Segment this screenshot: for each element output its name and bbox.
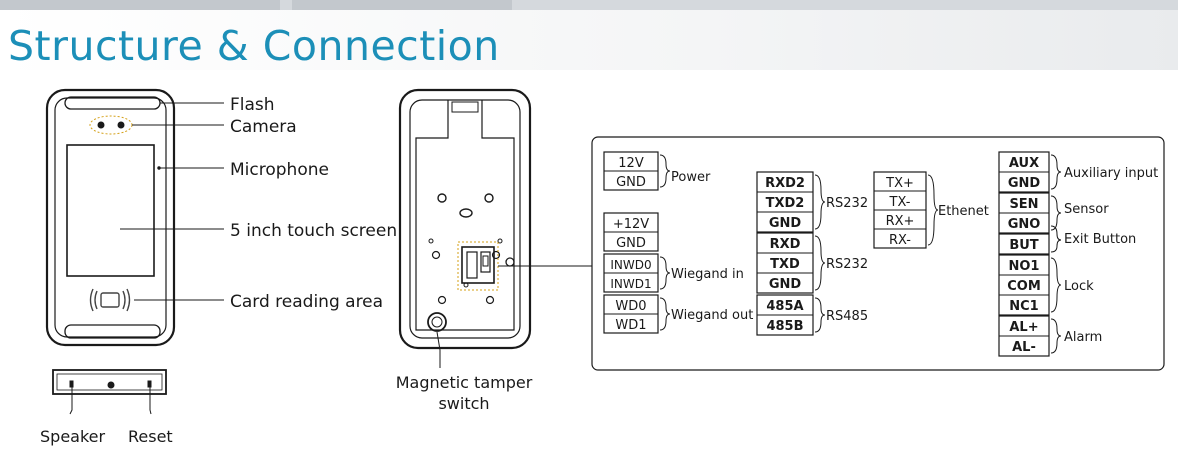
rs232-a-group: RXD2 TXD2 GND RS232 <box>756 171 868 233</box>
pin-com: COM <box>1007 279 1041 294</box>
pin-tx-plus: TX+ <box>885 176 914 191</box>
ethernet-group: TX+ TX- RX+ RX- Ethenet <box>873 171 989 249</box>
sensor-label: Sensor <box>1064 202 1109 217</box>
pin-txd: TXD <box>770 257 800 272</box>
card-icon <box>89 288 131 312</box>
camera-lens-right <box>117 121 125 129</box>
pin-gnd: GND <box>1008 176 1041 191</box>
speaker-slot <box>69 380 74 388</box>
flash-label: Flash <box>230 95 275 115</box>
rs485-label: RS485 <box>826 309 868 324</box>
bottom-bar <box>64 324 161 339</box>
pin-rxd2: RXD2 <box>765 176 805 191</box>
pin-aux: AUX <box>1009 156 1039 171</box>
pin-inwd1: INWD1 <box>610 277 651 291</box>
wiegand-in-label: Wiegand in <box>671 267 744 282</box>
microphone-label: Microphone <box>230 160 329 180</box>
pin-gnd: GND <box>769 277 802 292</box>
pin-485b: 485B <box>766 319 803 334</box>
rs232-a-label: RS232 <box>826 196 868 211</box>
tamper-label-line2: switch <box>438 394 489 413</box>
pin-wd1: WD1 <box>615 318 646 333</box>
power-label: Power <box>671 170 711 185</box>
pin-but: BUT <box>1009 238 1038 253</box>
auxiliary-group: AUX GND Auxiliary input <box>998 151 1158 193</box>
pin-rxd: RXD <box>770 237 801 252</box>
rs485-group: 485A 485B RS485 <box>756 294 868 336</box>
alarm-label: Alarm <box>1064 330 1102 345</box>
pin-txd2: TXD2 <box>766 196 805 211</box>
tamper-leader-line <box>436 331 441 368</box>
camera-lens-left <box>97 121 105 129</box>
wiegand-out-group: WD0 WD1 Wiegand out <box>603 294 753 334</box>
page-title: Structure & Connection <box>8 22 500 70</box>
pin-gnd: GND <box>616 175 646 190</box>
exit-button-label: Exit Button <box>1064 232 1136 247</box>
pin-inwd0: INWD0 <box>610 258 651 272</box>
lock-group: NO1 COM NC1 Lock <box>998 254 1094 316</box>
lock-label: Lock <box>1064 279 1094 294</box>
device-back-view <box>398 88 532 350</box>
camera-area <box>89 115 133 135</box>
front-leader-lines <box>120 102 224 301</box>
rs232-b-label: RS232 <box>826 257 868 272</box>
pin-485a: 485A <box>766 299 803 314</box>
rs232-b-group: RXD TXD GND RS232 <box>756 232 868 294</box>
exit-button-group: BUT Exit Button <box>998 225 1136 255</box>
pin-plus-12v: +12V <box>613 217 649 232</box>
reset-label: Reset <box>128 427 173 446</box>
touch-screen <box>66 144 155 277</box>
tamper-switch <box>427 312 447 332</box>
pin-al-minus: AL- <box>1012 340 1036 355</box>
pin-tx-minus: TX- <box>889 195 911 210</box>
pin-gnd: GND <box>616 236 646 251</box>
pin-gno: GNO <box>1008 217 1041 232</box>
auxiliary-label: Auxiliary input <box>1064 166 1158 181</box>
device-front-view <box>45 88 176 347</box>
touch-screen-label: 5 inch touch screen <box>230 221 397 241</box>
pin-rx-plus: RX+ <box>886 214 915 229</box>
header-band: Structure & Connection <box>0 10 1178 70</box>
flash-window <box>64 96 161 110</box>
card-reading-area-label: Card reading area <box>230 292 383 312</box>
alarm-group: AL+ AL- Alarm <box>998 315 1102 357</box>
top-strip <box>0 0 1178 10</box>
speaker-label: Speaker <box>40 427 106 446</box>
pin-12v: 12V <box>618 156 644 171</box>
pin-sen: SEN <box>1009 197 1038 212</box>
misc-power-group: +12V GND <box>603 212 659 252</box>
reset-hole <box>107 381 115 389</box>
ethernet-label: Ethenet <box>938 204 989 219</box>
camera-label: Camera <box>230 117 297 137</box>
wiring-panel <box>591 136 1165 371</box>
pin-gnd: GND <box>769 216 802 231</box>
pin-no1: NO1 <box>1009 259 1040 274</box>
sensor-group: SEN GNO Sensor <box>998 192 1109 234</box>
tamper-label-line1: Magnetic tamper <box>396 373 533 392</box>
power-group: 12V GND Power <box>603 151 711 191</box>
pin-al-plus: AL+ <box>1009 320 1038 335</box>
device-bottom-view <box>52 369 167 415</box>
wiegand-in-group: INWD0 INWD1 Wiegand in <box>603 253 744 293</box>
microphone-hole <box>157 166 161 170</box>
pin-rx-minus: RX- <box>889 233 911 248</box>
wiegand-out-label: Wiegand out <box>671 308 753 323</box>
pin-nc1: NC1 <box>1009 299 1038 314</box>
pin-wd0: WD0 <box>615 299 646 314</box>
